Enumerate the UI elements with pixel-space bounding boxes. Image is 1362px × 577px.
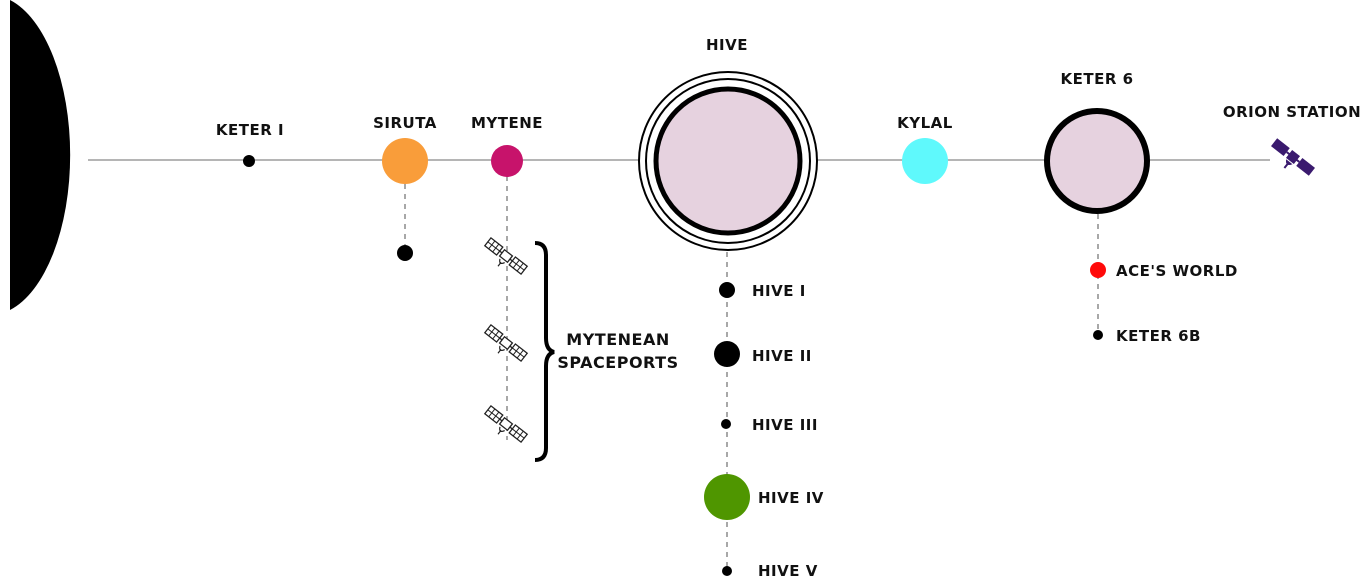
siruta-moon — [397, 245, 413, 261]
mytene-label: MYTENE — [471, 114, 543, 132]
keter-6-planet — [1044, 108, 1150, 214]
hive-4-moon — [704, 474, 750, 520]
keter-6b-moon — [1093, 330, 1103, 340]
hive-2-label: HIVE II — [752, 347, 812, 365]
satellite-icon — [479, 237, 528, 282]
hive-label: HIVE — [706, 36, 748, 54]
siruta-label: SIRUTA — [373, 114, 437, 132]
spaceports-bracket — [534, 241, 555, 462]
keter-1-planet — [243, 155, 255, 167]
kylal-planet — [902, 138, 948, 184]
siruta-planet — [382, 138, 428, 184]
mytene-planet — [491, 145, 523, 177]
keter-1-label: KETER I — [216, 121, 284, 139]
hive-2-moon — [714, 341, 740, 367]
hive-planet — [653, 86, 803, 236]
keter-6-label: KETER 6 — [1060, 70, 1133, 88]
orion-station-label: ORION STATION — [1223, 103, 1361, 121]
satellite-icon — [1264, 137, 1316, 184]
hive-3-label: HIVE III — [752, 416, 818, 434]
aces-world-moon — [1090, 262, 1106, 278]
satellite-icon — [479, 324, 528, 369]
aces-world-label: ACE'S WORLD — [1116, 262, 1238, 280]
hive-4-label: HIVE IV — [758, 489, 824, 507]
spaceports-label-line1: MYTENEAN — [566, 330, 669, 349]
star — [10, 0, 71, 310]
satellite-icon — [479, 405, 528, 450]
keter-6b-label: KETER 6B — [1116, 327, 1201, 345]
kylal-label: KYLAL — [897, 114, 953, 132]
hive-5-label: HIVE V — [758, 562, 818, 577]
hive-5-moon — [722, 566, 732, 576]
hive-1-moon — [719, 282, 735, 298]
hive-1-label: HIVE I — [752, 282, 806, 300]
hive-3-moon — [721, 419, 731, 429]
spaceports-label-line2: SPACEPORTS — [557, 353, 678, 372]
